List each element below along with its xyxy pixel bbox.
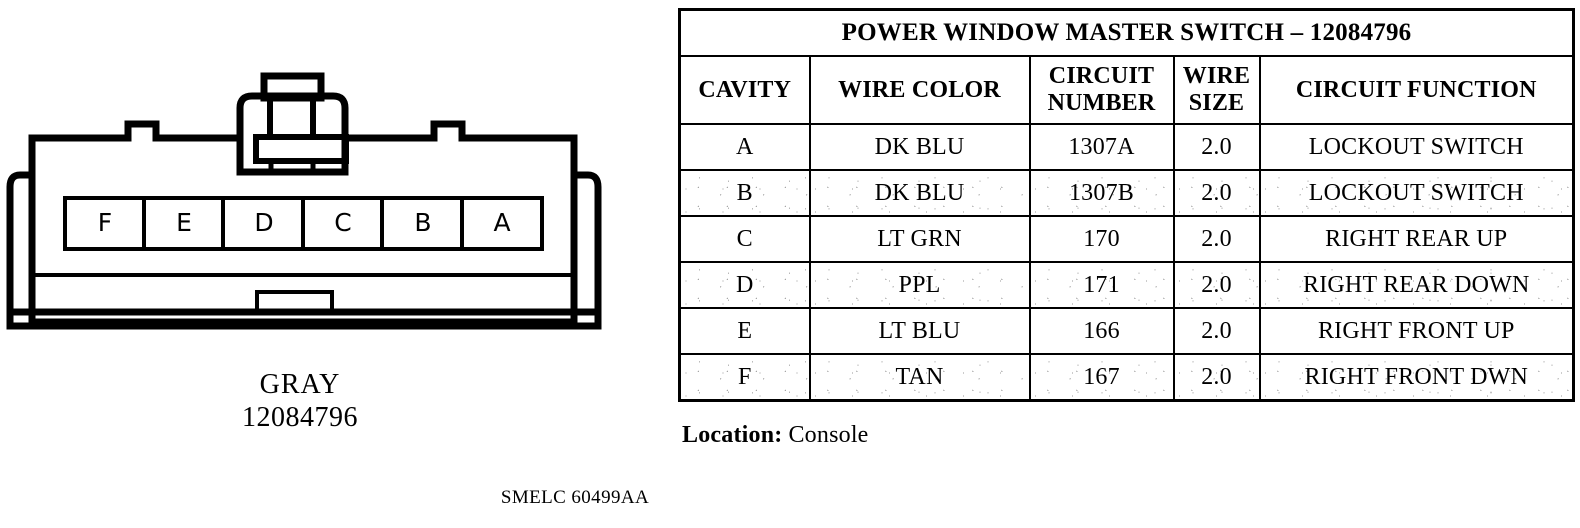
location-label: Location: <box>682 422 783 448</box>
connector-caption: GRAY 12084796 <box>0 368 600 434</box>
cell-circuit-function: RIGHT FRONT UP <box>1258 307 1575 355</box>
cell-wire-size: 2.0 <box>1172 169 1261 217</box>
connector-base-bar <box>6 308 602 330</box>
cell-circuit-number: 166 <box>1028 307 1175 355</box>
cell-circuit-number: 171 <box>1028 261 1175 309</box>
cell-cavity: C <box>678 215 811 263</box>
cell-cavity: D <box>678 261 811 309</box>
location-line: Location: Console <box>682 422 869 449</box>
cell-circuit-function: RIGHT REAR DOWN <box>1258 261 1575 309</box>
cell-circuit-number: 1307B <box>1028 169 1175 217</box>
column-header-circuit-number: CIRCUIT NUMBER <box>1028 55 1175 125</box>
connector-part-number: 12084796 <box>242 402 358 434</box>
connector-spec-table-container: POWER WINDOW MASTER SWITCH – 12084796 CA… <box>678 8 1576 402</box>
cell-cavity: F <box>678 353 811 402</box>
cell-wire-size: 2.0 <box>1172 307 1261 355</box>
connector-right-wing <box>574 171 602 316</box>
cell-wire-color: DK BLU <box>808 169 1031 217</box>
cell-wire-color: LT BLU <box>808 307 1031 355</box>
table-header-row: CAVITY WIRE COLOR CIRCUIT NUMBER WIRE SI… <box>678 55 1575 125</box>
location-value: Console <box>788 422 869 448</box>
cell-cavity: A <box>678 123 811 171</box>
cell-wire-color: DK BLU <box>808 123 1031 171</box>
latch-cap <box>260 72 325 102</box>
table-row: D PPL 171 2.0 RIGHT REAR DOWN <box>678 261 1575 309</box>
cell-circuit-function: RIGHT REAR UP <box>1258 215 1575 263</box>
table-row: A DK BLU 1307A 2.0 LOCKOUT SWITCH <box>678 123 1575 171</box>
latch-lower-stem <box>268 161 316 172</box>
cell-wire-size: 2.0 <box>1172 215 1261 263</box>
cell-circuit-function: LOCKOUT SWITCH <box>1258 123 1575 171</box>
cell-wire-color: TAN <box>808 353 1031 402</box>
cell-circuit-number: 167 <box>1028 353 1175 402</box>
table-title: POWER WINDOW MASTER SWITCH – 12084796 <box>678 8 1575 57</box>
connector-spec-table: POWER WINDOW MASTER SWITCH – 12084796 CA… <box>678 8 1576 402</box>
column-header-circuit-function: CIRCUIT FUNCTION <box>1258 55 1575 125</box>
bottom-keyway-slot <box>255 290 334 314</box>
cell-wire-size: 2.0 <box>1172 261 1261 309</box>
connector-drawing <box>6 72 602 330</box>
table-title-row: POWER WINDOW MASTER SWITCH – 12084796 <box>678 8 1575 57</box>
connector-color-label: GRAY <box>259 369 341 400</box>
table-row: B DK BLU 1307B 2.0 LOCKOUT SWITCH <box>678 169 1575 217</box>
table-row: E LT BLU 166 2.0 RIGHT FRONT UP <box>678 307 1575 355</box>
connector-figure: F E D C B A GRAY 12084796 <box>0 0 660 528</box>
connector-left-wing <box>6 171 32 316</box>
column-header-cavity: CAVITY <box>678 55 811 125</box>
table-row: F TAN 167 2.0 RIGHT FRONT DWN <box>678 353 1575 402</box>
cell-wire-size: 2.0 <box>1172 123 1261 171</box>
column-header-wire-color: WIRE COLOR <box>808 55 1031 125</box>
cell-wire-color: PPL <box>808 261 1031 309</box>
latch-stem <box>267 96 316 138</box>
cell-circuit-function: LOCKOUT SWITCH <box>1258 169 1575 217</box>
cell-cavity: E <box>678 307 811 355</box>
latch-crossbar <box>253 134 349 164</box>
cell-wire-color: LT GRN <box>808 215 1031 263</box>
cell-circuit-number: 170 <box>1028 215 1175 263</box>
cavity-dividers <box>142 198 464 249</box>
figure-reference-code: SMELC 60499AA <box>500 487 650 508</box>
cell-cavity: B <box>678 169 811 217</box>
cell-wire-size: 2.0 <box>1172 353 1261 402</box>
table-row: C LT GRN 170 2.0 RIGHT REAR UP <box>678 215 1575 263</box>
cell-circuit-number: 1307A <box>1028 123 1175 171</box>
column-header-wire-size: WIRE SIZE <box>1172 55 1261 125</box>
cell-circuit-function: RIGHT FRONT DWN <box>1258 353 1575 402</box>
